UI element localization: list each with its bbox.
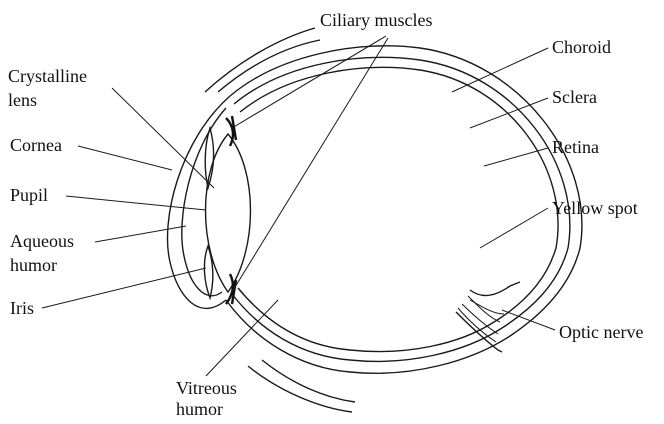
- optic-nerve-fibers-1: [468, 296, 500, 322]
- label-sclera: Sclera: [552, 87, 597, 108]
- label-choroid: Choroid: [552, 37, 611, 58]
- leader-choroid: [452, 48, 548, 92]
- cornea-outer: [168, 96, 231, 308]
- retina-outline: [238, 67, 558, 351]
- optic-nerve-upper: [470, 282, 520, 296]
- label-cornea: Cornea: [10, 135, 62, 156]
- sclera-outline: [226, 46, 582, 373]
- label-aqueous-humor-line2: humor: [10, 255, 57, 276]
- label-aqueous-humor-line1: Aqueous: [10, 231, 74, 252]
- label-ciliary-muscles: Ciliary muscles: [320, 10, 432, 31]
- lower-eyelid-inner: [262, 360, 355, 402]
- leader-yellow-spot: [480, 208, 548, 248]
- leader-cornea: [78, 146, 172, 170]
- leader-aqueous-humor: [95, 226, 186, 242]
- leader-iris: [42, 268, 206, 308]
- leader-optic-nerve: [502, 310, 555, 330]
- label-pupil: Pupil: [10, 185, 48, 206]
- leader-ciliary-upper: [232, 36, 386, 128]
- label-retina: Retina: [552, 137, 599, 158]
- optic-nerve-fibers-3: [470, 300, 504, 314]
- label-vitreous-humor-line2: humor: [176, 399, 223, 420]
- label-vitreous-humor-line1: Vitreous: [176, 378, 237, 399]
- label-yellow-spot: Yellow spot: [552, 198, 638, 219]
- label-optic-nerve: Optic nerve: [559, 322, 643, 343]
- leader-retina: [484, 148, 548, 166]
- leader-ciliary-lower: [232, 38, 388, 292]
- lower-eyelid: [248, 366, 352, 412]
- leader-crystalline-lens: [112, 88, 214, 188]
- label-crystalline-lens-line2: lens: [8, 90, 37, 111]
- label-crystalline-lens-line1: Crystalline: [8, 66, 87, 87]
- label-iris: Iris: [10, 298, 34, 319]
